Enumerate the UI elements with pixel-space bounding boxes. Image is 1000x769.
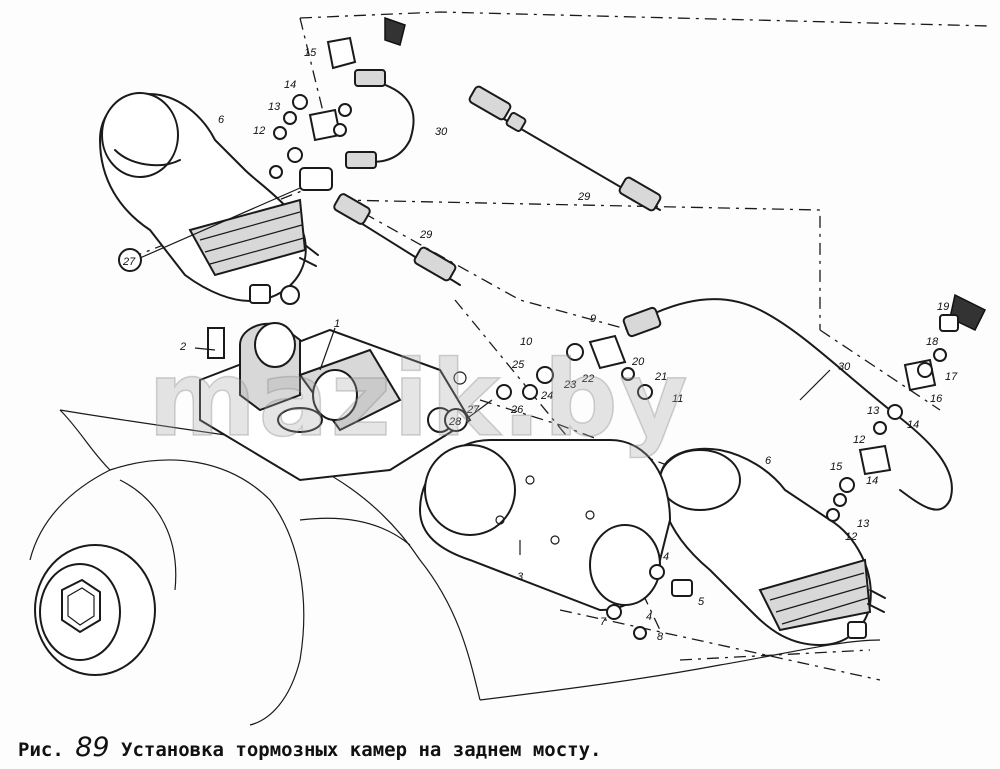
brake-chamber-upper <box>98 92 319 305</box>
figure-caption: Рис. 89 Установка тормозных камер на зад… <box>18 732 601 763</box>
callout-4: 4 <box>663 551 669 563</box>
callout-3: 3 <box>517 571 524 583</box>
callout-29: 29 <box>577 191 590 203</box>
callout-25: 25 <box>511 359 525 371</box>
callout-7: 7 <box>600 616 607 628</box>
callout-4: 4 <box>646 611 652 623</box>
callout-6: 6 <box>765 455 772 467</box>
washers-and-nuts <box>269 94 947 640</box>
bracket-assembly <box>199 322 472 482</box>
tee-fittings <box>299 36 937 476</box>
caption-prefix: Рис. <box>18 739 64 761</box>
wheel-hub <box>34 544 156 676</box>
hose-29-upper <box>468 85 662 212</box>
callout-18: 18 <box>926 336 939 348</box>
callout-15: 15 <box>304 47 317 59</box>
callout-13: 13 <box>268 101 281 113</box>
callout-15: 15 <box>830 461 843 473</box>
callout-2: 2 <box>179 341 186 353</box>
callout-6: 6 <box>218 114 225 126</box>
callout-1: 1 <box>334 318 340 330</box>
callout-23: 23 <box>563 379 577 391</box>
callout-29: 29 <box>419 229 432 241</box>
callout-13: 13 <box>867 405 880 417</box>
axle-housing-outline <box>29 409 881 726</box>
callout-labels: 1 2 3 4 4 5 6 6 7 8 9 10 11 12 12 12 13 … <box>122 47 958 643</box>
brake-chamber-lower <box>658 447 886 647</box>
callout-14: 14 <box>907 419 919 431</box>
callout-14: 14 <box>866 475 878 487</box>
pipe-30-lower <box>622 298 953 511</box>
watermark: mazik.by <box>148 338 690 460</box>
caption-text: Установка тормозных камер на заднем мост… <box>121 739 602 761</box>
callout-9: 9 <box>590 313 596 325</box>
callout-circle-27-upper <box>118 248 142 272</box>
callout-22: 22 <box>581 373 594 385</box>
callout-30: 30 <box>838 361 851 373</box>
callout-circle-28 <box>444 408 468 432</box>
callout-10: 10 <box>520 336 533 348</box>
hose-29-lower <box>333 193 461 286</box>
callout-11: 11 <box>672 393 683 405</box>
callout-13: 13 <box>857 518 870 530</box>
callout-12: 12 <box>853 434 865 446</box>
callout-27: 27 <box>122 256 136 268</box>
callout-17: 17 <box>945 371 958 383</box>
callout-8: 8 <box>657 631 664 643</box>
callout-24: 24 <box>540 390 553 402</box>
callout-14: 14 <box>284 79 296 91</box>
callout-26: 26 <box>510 404 524 416</box>
callout-19: 19 <box>937 301 949 313</box>
callout-21: 21 <box>654 371 667 383</box>
caption-figure-number: 89 <box>75 732 110 763</box>
callout-20: 20 <box>631 356 645 368</box>
callout-5: 5 <box>698 596 705 608</box>
callout-16: 16 <box>930 393 943 405</box>
callout-30: 30 <box>435 126 448 138</box>
callout-27: 27 <box>466 404 480 416</box>
callout-12: 12 <box>253 125 265 137</box>
callout-28: 28 <box>448 416 462 428</box>
hose-30-upper <box>345 69 415 169</box>
callout-12: 12 <box>845 531 857 543</box>
mounting-plate <box>418 439 672 612</box>
leader-lines <box>139 187 831 555</box>
valve-handles <box>384 16 987 332</box>
